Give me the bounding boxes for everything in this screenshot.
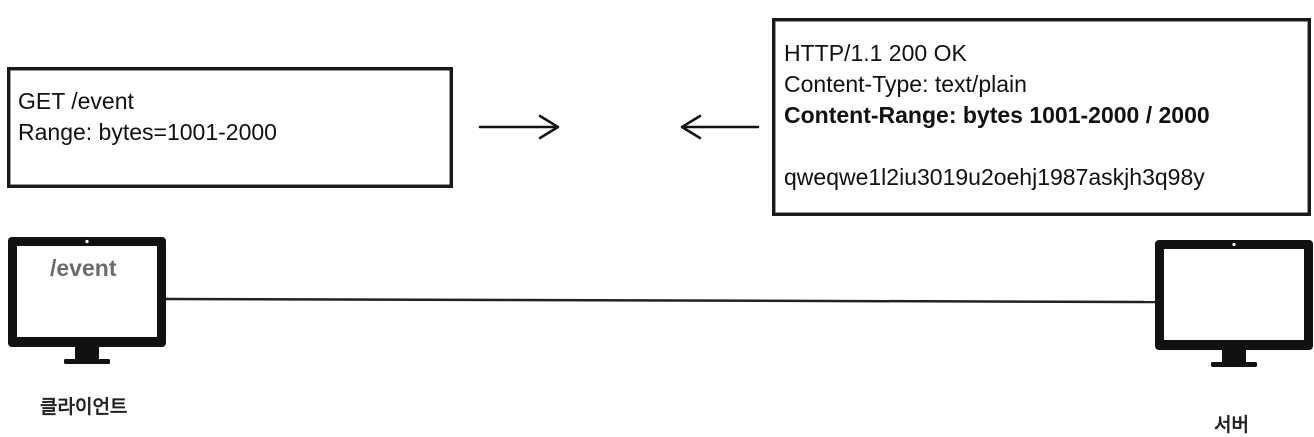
request-arrow <box>478 114 560 140</box>
request-line: GET /event <box>18 88 134 114</box>
request-message-box: GET /event Range: bytes=1001-2000 <box>7 67 453 188</box>
client-screen-path: /event <box>50 255 117 281</box>
range-header: Range: bytes=1001-2000 <box>18 119 277 145</box>
client-monitor-icon <box>8 237 166 364</box>
content-type-header: Content-Type: text/plain <box>784 71 1027 97</box>
server-monitor-icon <box>1155 240 1313 367</box>
response-message-box: HTTP/1.1 200 OK Content-Type: text/plain… <box>772 18 1311 216</box>
response-body: qweqwe1l2iu3019u2oehj1987askjh3q98y <box>784 164 1205 190</box>
server-label: 서버 <box>1214 414 1249 436</box>
response-arrow <box>680 114 760 140</box>
content-range-header: Content-Range: bytes 1001-2000 / 2000 <box>784 102 1210 128</box>
network-connection-line <box>165 297 1159 304</box>
client-label: 클라이언트 <box>40 396 128 418</box>
status-line: HTTP/1.1 200 OK <box>784 40 967 66</box>
